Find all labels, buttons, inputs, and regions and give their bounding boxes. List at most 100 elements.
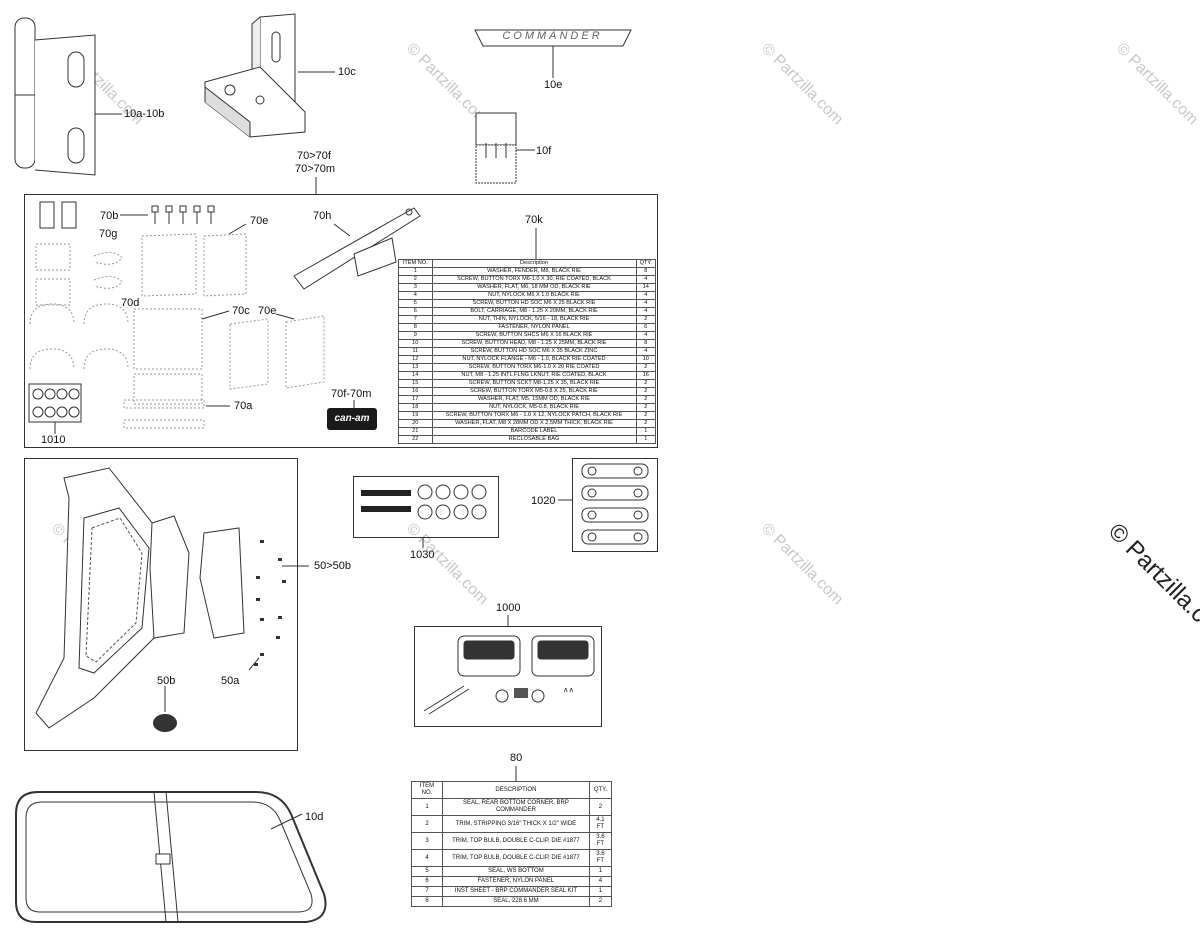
table-cell: NUT, NYLOCK FLANGE - M6 - 1.0, BLACK RIE…: [431, 355, 637, 364]
table-cell: 16: [635, 371, 656, 380]
kit-1020-art: [558, 463, 649, 545]
leader-80: [515, 766, 517, 781]
callout-50-50b: 50>50b: [314, 560, 352, 572]
bracket-part-10c: [204, 13, 335, 138]
table-cell: FASTENER, NYLON PANEL: [442, 876, 590, 887]
table-cell: 4: [635, 291, 656, 300]
table-cell: 1: [588, 886, 613, 897]
table-cell: 2: [635, 363, 656, 372]
kit-1030-art: [361, 484, 487, 548]
callout-50a: 50a: [221, 675, 240, 687]
table-cell: 4: [635, 299, 656, 308]
table-cell: 12: [398, 355, 433, 364]
table-cell: WASHER, FLAT, M8 X 28MM OD X 2.5MM THICK…: [431, 419, 637, 428]
callout-10d: 10d: [305, 811, 324, 823]
table-cell: WASHER, FLAT, M5, 15MM OD, BLACK RIE: [431, 395, 637, 404]
table-cell: SCREW, BUTTON TORX M5-0.8 X 25, BLACK RI…: [431, 387, 637, 396]
table-cell: SCREW, BUTTON HD SOC M6 X 35 BLACK ZINC: [431, 347, 637, 356]
table-header-cell: ITEM NO.: [398, 259, 433, 268]
callout-70g: 70g: [99, 228, 118, 240]
window-part-10d: [15, 791, 327, 923]
callout-10e: 10e: [544, 79, 563, 91]
table-cell: 4: [410, 849, 444, 867]
table-cell: 11: [398, 347, 433, 356]
table-cell: 14: [398, 371, 433, 380]
table-cell: SCREW, BUTTON HEAD, M8 - 1.25 X 25MM, BL…: [431, 339, 637, 348]
table-cell: 4: [635, 331, 656, 340]
table-header-cell: QTY.: [635, 259, 656, 268]
table-cell: 3.6 FT: [588, 832, 613, 850]
table-cell: 8: [398, 323, 433, 332]
canam-logo: can-am: [327, 408, 377, 430]
table-cell: BARCODE LABEL: [431, 427, 637, 436]
hinge-part-10a-10b: [14, 17, 122, 176]
callout-1030: 1030: [410, 549, 435, 561]
table-cell: NUT, NYLOCK M6 X 1.0 BLACK RIE: [431, 291, 637, 300]
table-cell: 2: [588, 798, 613, 816]
table-header-cell: Description: [431, 259, 637, 268]
kit-70-parts-art: [28, 201, 537, 434]
callout-1000: 1000: [496, 602, 521, 614]
table-cell: SCREW, BUTTON TORX M6-1.0 X 20 RIE COATE…: [431, 363, 637, 372]
callout-70h: 70h: [313, 210, 332, 222]
table-cell: 7: [410, 886, 444, 897]
table-cell: 13: [398, 363, 433, 372]
kit-1020-panel: [572, 458, 658, 552]
table-cell: TRIM, TOP BULB, DOUBLE C-CLIP, DIE #1877: [442, 849, 590, 867]
table-cell: RECLOSABLE BAG: [431, 435, 637, 444]
table-cell: 4: [635, 275, 656, 284]
table-cell: 16: [398, 387, 433, 396]
table-cell: NUT, THIN, NYLOCK, 5/16 - 18, BLACK RIE: [431, 315, 637, 324]
callout-50b: 50b: [157, 675, 176, 687]
table-header-cell: ITEM NO.: [410, 781, 444, 799]
callout-1010: 1010: [41, 434, 66, 446]
callout-80: 80: [510, 752, 523, 764]
table-cell: WASHER, FENDER, M8, BLACK RIE: [431, 267, 637, 276]
table-cell: 14: [635, 283, 656, 292]
table-cell: TRIM, STRIPPING 3/16" THICK X 1/2" WIDE: [442, 815, 590, 833]
watermark: © Partzilla.com: [757, 40, 847, 129]
table-cell: 20: [398, 419, 433, 428]
table-cell: 2: [588, 896, 613, 907]
callout-70-range-a: 70>70f: [297, 150, 331, 162]
table-cell: 1: [588, 866, 613, 877]
table-cell: TRIM, TOP BULB, DOUBLE C-CLIP, DIE #1877: [442, 832, 590, 850]
watermark-large: © Partzilla.com: [1102, 518, 1200, 652]
table-cell: WASHER, FLAT, M6, 18 MM OD, BLACK RIE: [431, 283, 637, 292]
table-cell: NUT, M8 - 1.25 INTL FLNG LKNUT, RIE COAT…: [431, 371, 637, 380]
leader-70: [315, 177, 317, 194]
table-cell: 1: [410, 798, 444, 816]
table-cell: SCREW, BUTTON SCKT M8-1.25 X 35, BLACK R…: [431, 379, 637, 388]
table-cell: 8: [410, 896, 444, 907]
table-cell: 2: [635, 395, 656, 404]
table-cell: 2: [635, 315, 656, 324]
table-cell: 2: [635, 403, 656, 412]
callout-70f-70m: 70f-70m: [331, 388, 372, 400]
kit-70-panel: [24, 194, 658, 448]
table-cell: 8: [635, 267, 656, 276]
door-50-panel: [24, 458, 298, 751]
table-cell: SCREW, BUTTON TORX M6-1.0 X 30, RIE COAT…: [431, 275, 637, 284]
callout-70c: 70c: [232, 305, 250, 317]
